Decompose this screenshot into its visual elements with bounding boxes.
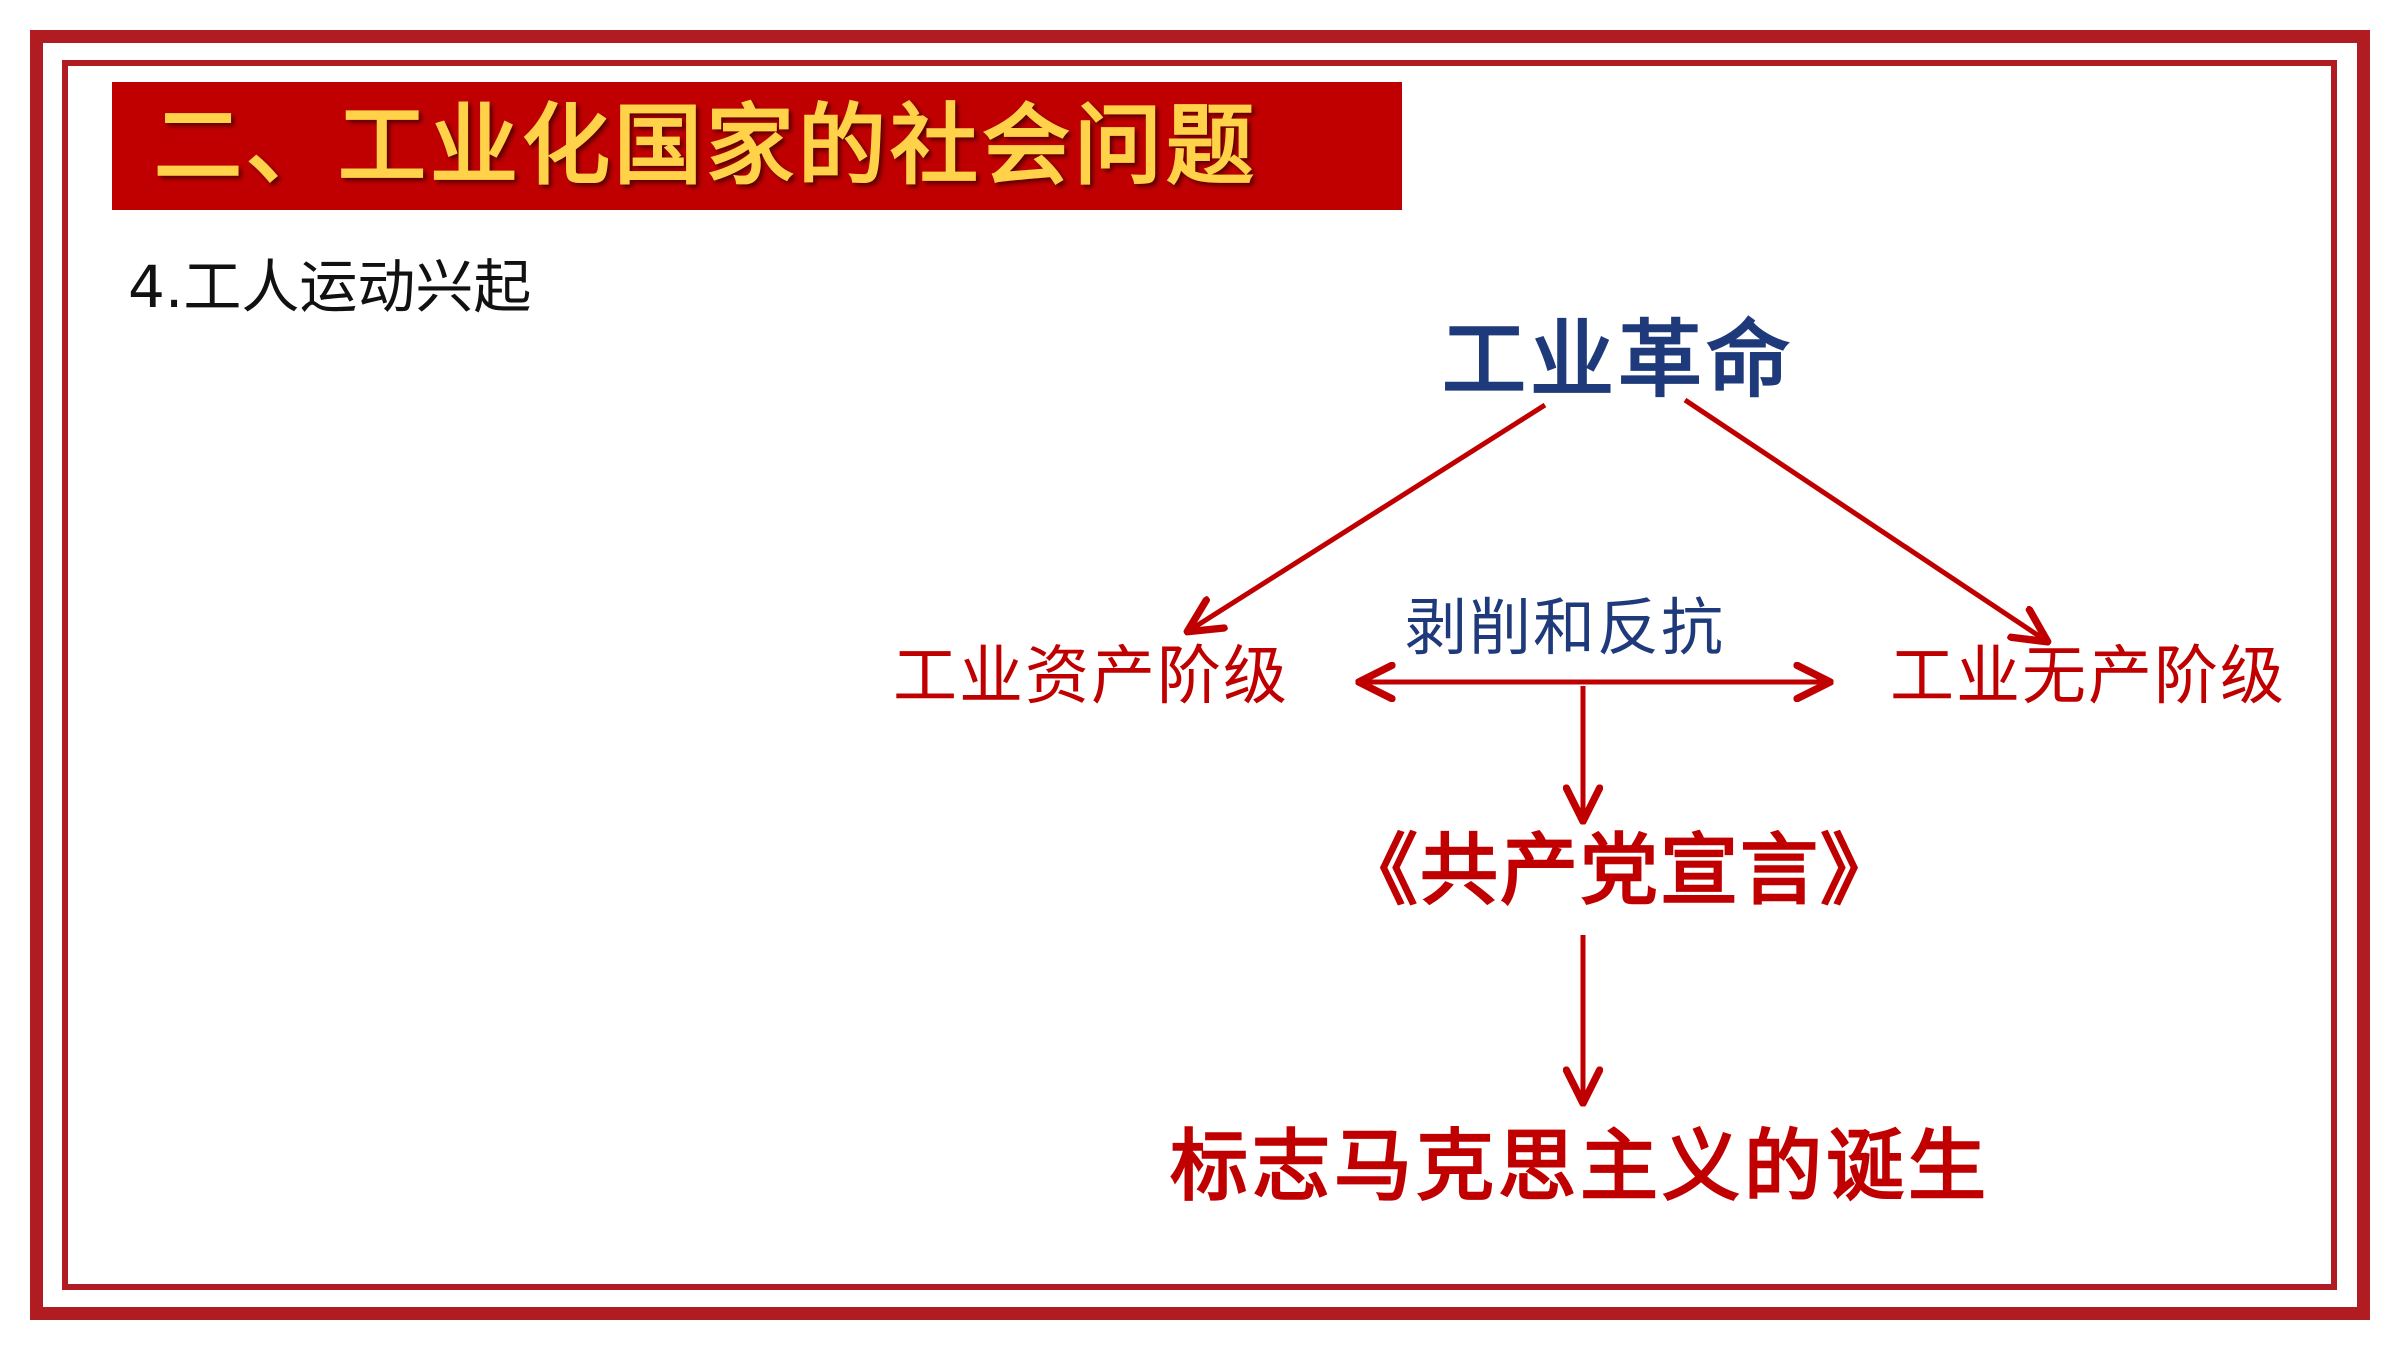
title-bar: 二、工业化国家的社会问题 bbox=[112, 82, 1402, 210]
node-bourgeoisie: 工业资产阶级 bbox=[893, 640, 1289, 714]
arrow-revolution-to-bourgeoisie bbox=[1190, 402, 1547, 630]
node-marxism-birth: 标志马克思主义的诞生 bbox=[1170, 1122, 1991, 1212]
arrow-revolution-to-proletariat bbox=[1683, 397, 2045, 640]
slide-title: 二、工业化国家的社会问题 bbox=[154, 94, 1259, 197]
node-industrial-revolution: 工业革命 bbox=[1442, 311, 1795, 409]
node-proletariat: 工业无产阶级 bbox=[1890, 640, 2286, 714]
inner-frame bbox=[62, 60, 2337, 1290]
slide-subtitle: 4.工人运动兴起 bbox=[128, 253, 532, 321]
outer-frame bbox=[30, 30, 2370, 1320]
node-exploitation: 剥削和反抗 bbox=[1405, 591, 1726, 664]
node-communist-manifesto: 《共产党宣言》 bbox=[1340, 826, 1901, 916]
